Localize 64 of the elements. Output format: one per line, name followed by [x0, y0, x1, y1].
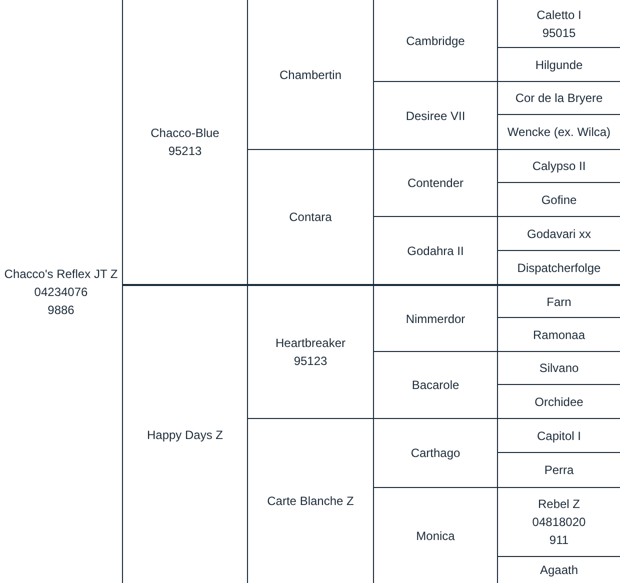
- horse-name: Contender: [407, 175, 464, 192]
- horse-name: Godahra II: [407, 242, 464, 260]
- pedigree-cell: [497, 114, 620, 149]
- pedigree-cell: [497, 452, 620, 487]
- pedigree-cell: [497, 487, 620, 556]
- registration-number: 911: [549, 532, 569, 549]
- horse-name: Dispatcherfolge: [517, 260, 601, 276]
- horse-name: Heartbreaker: [275, 335, 346, 352]
- horse-name: Happy Days Z: [146, 426, 224, 444]
- horse-name: Bacarole: [412, 377, 460, 394]
- horse-name: Contara: [289, 209, 332, 226]
- pedigree-cell: [373, 418, 497, 487]
- registration-number: 95213: [168, 143, 202, 160]
- pedigree-cell: [247, 149, 373, 284]
- horse-name: Perra: [544, 462, 574, 479]
- pedigree-cell: [497, 284, 620, 317]
- pedigree-cell: [247, 418, 373, 583]
- pedigree-cell: [373, 351, 497, 418]
- pedigree-cell: [497, 384, 620, 418]
- pedigree-cell: [497, 351, 620, 384]
- horse-name: Chacco's Reflex JT Z: [4, 266, 118, 282]
- horse-name: Agaath: [540, 562, 578, 579]
- pedigree-cell: [497, 418, 620, 452]
- registration-number: 95123: [294, 353, 328, 370]
- pedigree-cell: [373, 149, 497, 216]
- pedigree-cell: [373, 284, 497, 351]
- horse-name: Chacco-Blue: [150, 125, 220, 142]
- horse-name: Gofine: [541, 192, 577, 208]
- registration-number: 9886: [48, 302, 74, 318]
- pedigree-cell: [373, 216, 497, 284]
- horse-name: Cambridge: [406, 32, 465, 50]
- pedigree-cell: [497, 216, 620, 250]
- registration-number: 04234076: [34, 284, 88, 300]
- horse-name: Carte Blanche Z: [267, 493, 354, 510]
- horse-name: Silvano: [539, 360, 579, 377]
- horse-name: Desiree VII: [406, 108, 466, 124]
- horse-name: Caletto I: [536, 6, 582, 24]
- horse-name: Farn: [546, 294, 572, 310]
- pedigree-cell: [497, 81, 620, 114]
- registration-number: 95015: [542, 24, 576, 42]
- horse-name: Nimmerdor: [406, 310, 466, 328]
- pedigree-cell: [122, 284, 247, 583]
- horse-name: Ramonaa: [532, 326, 586, 344]
- horse-name: Chambertin: [279, 66, 342, 84]
- pedigree-cell: [373, 487, 497, 583]
- pedigree-cell: [497, 317, 620, 351]
- pedigree-cell: [497, 250, 620, 284]
- pedigree-cell: [247, 284, 373, 418]
- horse-name: Calypso II: [532, 158, 586, 175]
- pedigree-cell: [497, 149, 620, 182]
- pedigree-cell: [373, 81, 497, 149]
- pedigree-cell: [497, 182, 620, 216]
- horse-name: Carthago: [410, 445, 460, 462]
- horse-name: Rebel Z: [538, 496, 580, 513]
- horse-name: Godavari xx: [526, 226, 592, 242]
- horse-name: Orchidee: [534, 394, 584, 410]
- horse-name: Capitol I: [536, 428, 582, 444]
- horse-name: Monica: [416, 528, 455, 544]
- horse-name: Hilgunde: [535, 56, 583, 74]
- pedigree-cell: [497, 47, 620, 81]
- pedigree-cell: [497, 556, 620, 583]
- horse-name: Wencke (ex. Wilca): [507, 124, 611, 141]
- horse-name: Cor de la Bryere: [515, 90, 603, 107]
- registration-number: 04818020: [532, 514, 586, 531]
